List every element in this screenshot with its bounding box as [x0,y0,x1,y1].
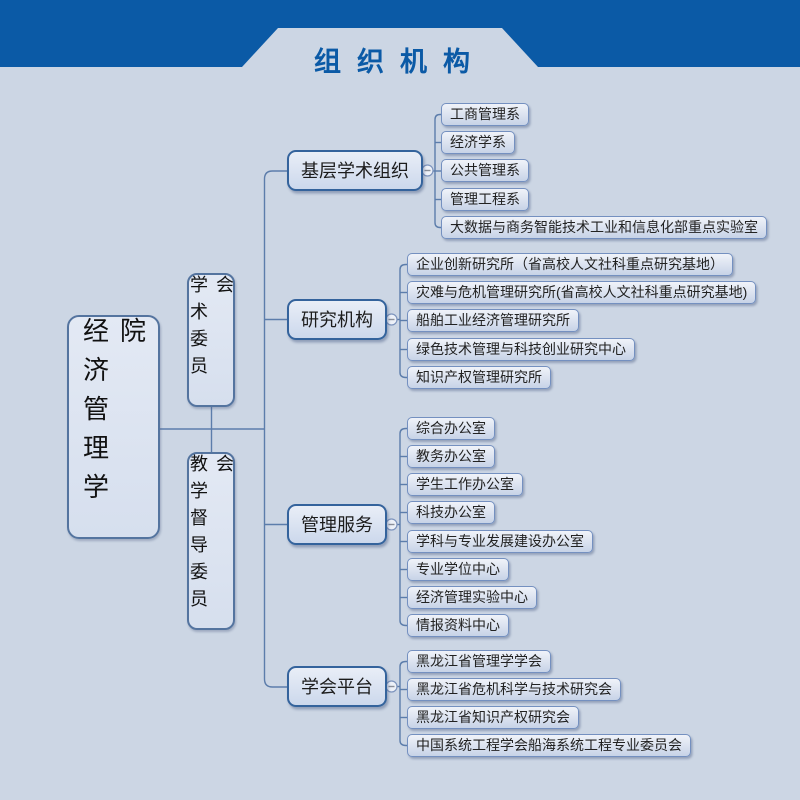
committee-label: 学术委员会 [188,275,234,383]
leaf-node: 中国系统工程学会船海系统工程专业委员会 [407,734,691,757]
leaf-node: 综合办公室 [407,417,495,440]
leaf-node: 知识产权管理研究所 [407,366,551,389]
leaf-node: 绿色技术管理与科技创业研究中心 [407,338,635,361]
branch-node-society-platforms: 学会平台 [287,666,387,707]
leaf-node: 企业创新研究所（省高校人文社科重点研究基地） [407,253,733,276]
leaf-node: 管理工程系 [441,188,529,211]
leaf-node: 教务办公室 [407,445,495,468]
branch1-connectors [433,113,441,229]
minus-toggle-icon[interactable] [385,680,398,693]
leaf-node: 经济管理实验中心 [407,586,537,609]
committee-node-academic: 学术委员会 [187,273,235,407]
branch-node-academic-orgs: 基层学术组织 [287,150,423,191]
minus-toggle-icon[interactable] [385,313,398,326]
committee-node-teaching-supervision: 教学督导委员会 [187,452,235,630]
minus-toggle-icon[interactable] [385,518,398,531]
leaf-node: 船舶工业经济管理研究所 [407,309,579,332]
trunk-connectors [160,170,287,688]
branch-node-research: 研究机构 [287,299,387,340]
branch2-connectors [397,263,407,379]
committee-label: 教学督导委员会 [188,454,234,616]
leaf-node: 黑龙江省知识产权研究会 [407,706,579,729]
banner-trapezoid [242,28,538,67]
leaf-node: 大数据与商务智能技术工业和信息化部重点实验室 [441,216,767,239]
branch-node-admin-services: 管理服务 [287,504,387,545]
leaf-node: 黑龙江省管理学学会 [407,650,551,673]
page-title: 组织机构 [314,47,486,77]
header-banner [0,0,800,67]
branch4-connectors [397,660,407,747]
minus-toggle-icon[interactable] [421,164,434,177]
leaf-node: 黑龙江省危机科学与技术研究会 [407,678,621,701]
leaf-node: 情报资料中心 [407,614,509,637]
root-node: 经济管理学院 [67,315,160,539]
root-node-label: 经济管理学院 [79,317,147,512]
leaf-node: 灾难与危机管理研究所(省高校人文社科重点研究基地) [407,281,757,304]
leaf-node: 科技办公室 [407,501,495,524]
leaf-node: 公共管理系 [441,159,529,182]
leaf-node: 经济学系 [441,131,515,154]
leaf-node: 工商管理系 [441,103,529,126]
branch3-connectors [397,427,407,627]
leaf-node: 学科与专业发展建设办公室 [407,530,593,553]
leaf-node: 专业学位中心 [407,558,509,581]
leaf-node: 学生工作办公室 [407,473,523,496]
